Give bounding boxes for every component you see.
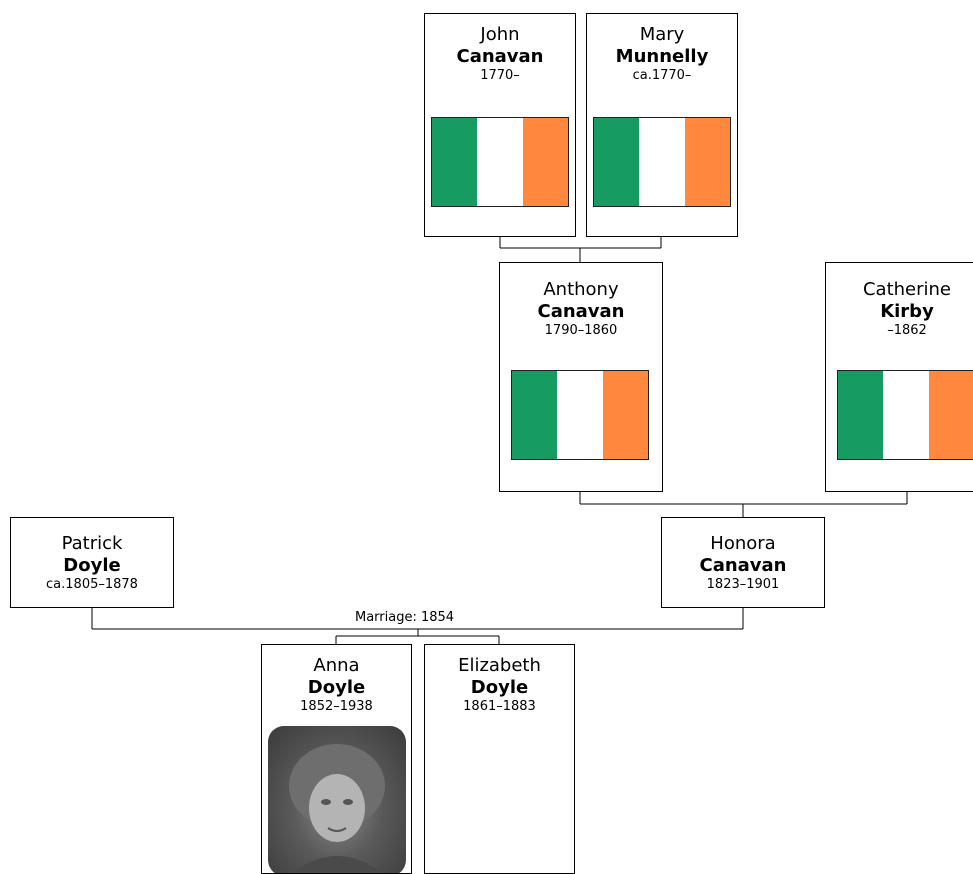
- irish-flag-icon: [511, 370, 649, 460]
- surname: Doyle: [470, 677, 529, 698]
- life-dates: ca.1770–: [632, 68, 692, 83]
- life-dates: 1770–: [480, 68, 520, 83]
- life-dates: 1852–1938: [300, 699, 373, 714]
- surname: Kirby: [880, 301, 934, 322]
- life-dates: 1823–1901: [706, 577, 780, 592]
- given-name: Anthony: [543, 279, 619, 300]
- given-name: Honora: [710, 533, 776, 554]
- given-name: Patrick: [61, 533, 123, 554]
- portrait-photo: [268, 726, 406, 873]
- given-name: Mary: [639, 24, 685, 45]
- surname: Doyle: [63, 555, 121, 576]
- portrait-icon: [289, 744, 385, 873]
- given-name: John: [480, 24, 520, 45]
- irish-flag-icon: [837, 370, 973, 460]
- surname: Doyle: [307, 677, 366, 698]
- person-card-anna-doyle[interactable]: Anna Doyle 1852–1938: [261, 644, 412, 874]
- life-dates: 1790–1860: [544, 323, 618, 338]
- marriage-label: Marriage: 1854: [353, 610, 457, 626]
- given-name: Catherine: [862, 279, 952, 300]
- surname: Munnelly: [615, 46, 709, 67]
- life-dates: 1861–1883: [463, 699, 536, 714]
- irish-flag-icon: [593, 117, 731, 207]
- irish-flag-icon: [431, 117, 569, 207]
- life-dates: ca.1805–1878: [46, 577, 138, 592]
- life-dates: –1862: [887, 323, 927, 338]
- person-card-john-canavan[interactable]: John Canavan 1770–: [424, 13, 576, 237]
- surname: Canavan: [537, 301, 625, 322]
- given-name: Anna: [313, 655, 360, 676]
- person-card-anthony-canavan[interactable]: Anthony Canavan 1790–1860: [499, 262, 663, 492]
- person-card-patrick-doyle[interactable]: Patrick Doyle ca.1805–1878: [10, 517, 174, 608]
- person-card-catherine-kirby[interactable]: Catherine Kirby –1862: [825, 262, 973, 492]
- person-card-honora-canavan[interactable]: Honora Canavan 1823–1901: [661, 517, 825, 608]
- person-card-mary-munnelly[interactable]: Mary Munnelly ca.1770–: [586, 13, 738, 237]
- surname: Canavan: [456, 46, 544, 67]
- surname: Canavan: [699, 555, 787, 576]
- given-name: Elizabeth: [458, 655, 541, 676]
- person-card-elizabeth-doyle[interactable]: Elizabeth Doyle 1861–1883: [424, 644, 575, 874]
